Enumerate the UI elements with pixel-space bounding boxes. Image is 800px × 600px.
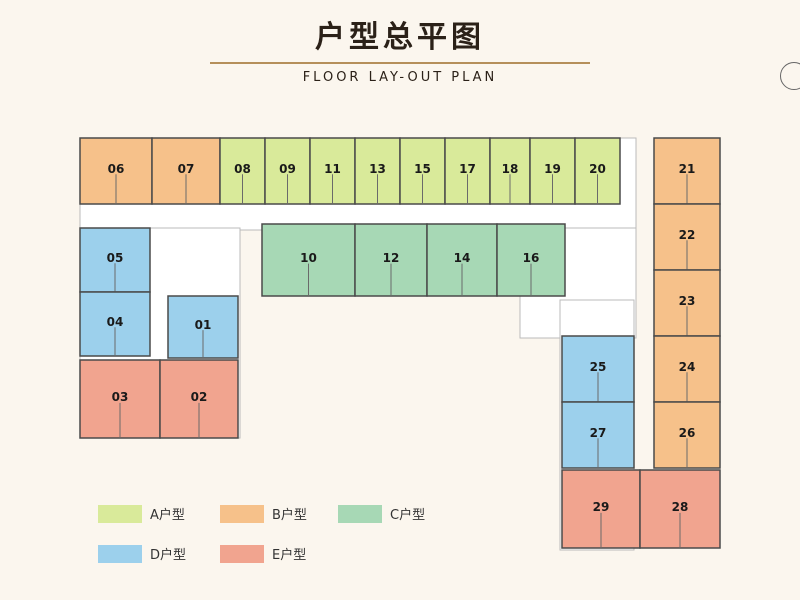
legend: A户型 B户型 C户型 D户型 E户型 xyxy=(98,500,458,580)
units-layer: 06 07 08 09 11 13 15 17 18 19 20 10 12 14 16 05 04 01 03 02… xyxy=(79,137,721,549)
unit-17-label: 17 xyxy=(459,162,476,176)
page-title: 户型总平图 xyxy=(315,20,485,55)
unit-23: 23 xyxy=(653,269,721,337)
unit-10-label: 10 xyxy=(300,251,317,265)
unit-22: 22 xyxy=(653,203,721,271)
unit-28-label: 28 xyxy=(672,500,689,514)
unit-20: 20 xyxy=(574,137,621,205)
unit-18: 18 xyxy=(489,137,531,205)
legend-swatch-e xyxy=(220,544,264,563)
unit-24: 24 xyxy=(653,335,721,403)
unit-17: 17 xyxy=(444,137,491,205)
legend-label-b: B户型 xyxy=(272,508,307,523)
unit-11: 11 xyxy=(309,137,356,205)
unit-24-label: 24 xyxy=(679,360,696,374)
unit-07-label: 07 xyxy=(178,162,195,176)
unit-04-label: 04 xyxy=(107,315,124,329)
legend-swatch-d xyxy=(98,544,142,563)
unit-22-label: 22 xyxy=(679,228,696,242)
legend-swatch-a xyxy=(98,504,142,523)
legend-item-d: D户型 xyxy=(98,544,186,563)
unit-21-label: 21 xyxy=(679,162,696,176)
legend-swatch-c xyxy=(338,504,382,523)
unit-06-label: 06 xyxy=(108,162,125,176)
unit-15-label: 15 xyxy=(414,162,431,176)
unit-21: 21 xyxy=(653,137,721,205)
unit-07: 07 xyxy=(151,137,221,205)
compass-icon xyxy=(780,62,800,90)
unit-14: 14 xyxy=(426,223,498,297)
legend-label-d: D户型 xyxy=(150,548,187,563)
unit-16: 16 xyxy=(496,223,566,297)
unit-05: 05 xyxy=(79,227,151,293)
unit-19-label: 19 xyxy=(544,162,561,176)
legend-item-a: A户型 xyxy=(98,504,185,523)
unit-08: 08 xyxy=(219,137,266,205)
unit-25: 25 xyxy=(561,335,635,403)
unit-06: 06 xyxy=(79,137,153,205)
legend-swatch-b xyxy=(220,504,264,523)
legend-item-e: E户型 xyxy=(220,544,306,563)
unit-26: 26 xyxy=(653,401,721,469)
unit-28: 28 xyxy=(639,469,721,549)
unit-29-label: 29 xyxy=(593,500,610,514)
legend-label-a: A户型 xyxy=(150,508,185,523)
unit-08-label: 08 xyxy=(234,162,251,176)
unit-09-label: 09 xyxy=(279,162,296,176)
title-divider xyxy=(210,62,590,64)
page-subtitle: FLOOR LAY-OUT PLAN xyxy=(302,70,498,85)
unit-27-label: 27 xyxy=(590,426,607,440)
unit-26-label: 26 xyxy=(679,426,696,440)
unit-05-label: 05 xyxy=(107,251,124,265)
unit-29: 29 xyxy=(561,469,641,549)
legend-item-c: C户型 xyxy=(338,504,425,523)
unit-02-label: 02 xyxy=(191,390,208,404)
unit-25-label: 25 xyxy=(590,360,607,374)
unit-20-label: 20 xyxy=(589,162,606,176)
unit-18-label: 18 xyxy=(502,162,519,176)
unit-11-label: 11 xyxy=(324,162,341,176)
unit-03-label: 03 xyxy=(112,390,129,404)
unit-19: 19 xyxy=(529,137,576,205)
unit-09: 09 xyxy=(264,137,311,205)
unit-12-label: 12 xyxy=(383,251,400,265)
unit-01-label: 01 xyxy=(195,318,212,332)
unit-14-label: 14 xyxy=(454,251,471,265)
legend-label-e: E户型 xyxy=(272,548,307,563)
unit-02: 02 xyxy=(159,359,239,439)
unit-04: 04 xyxy=(79,291,151,357)
unit-03: 03 xyxy=(79,359,161,439)
unit-23-label: 23 xyxy=(679,294,696,308)
legend-label-c: C户型 xyxy=(390,508,426,523)
unit-27: 27 xyxy=(561,401,635,469)
unit-13-label: 13 xyxy=(369,162,386,176)
unit-16-label: 16 xyxy=(523,251,540,265)
legend-item-b: B户型 xyxy=(220,504,307,523)
unit-15: 15 xyxy=(399,137,446,205)
unit-01: 01 xyxy=(167,295,239,359)
unit-12: 12 xyxy=(354,223,428,297)
unit-13: 13 xyxy=(354,137,401,205)
unit-10: 10 xyxy=(261,223,356,297)
